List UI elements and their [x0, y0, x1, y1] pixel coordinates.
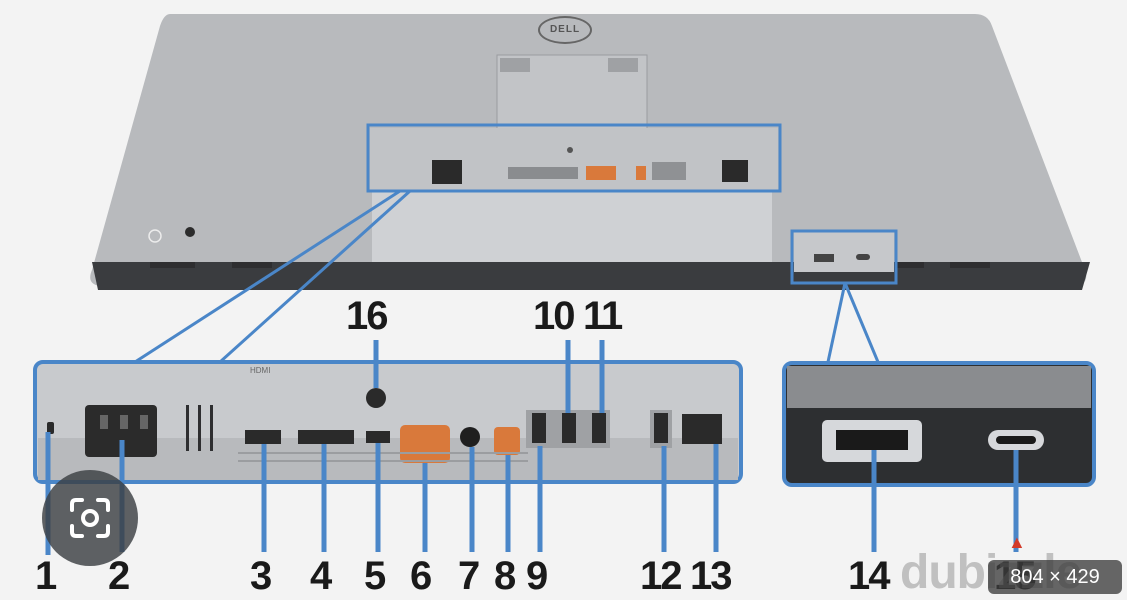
camera-lens-button[interactable]: [42, 470, 138, 566]
dell-logo: DELL: [538, 16, 592, 44]
callout-1: 1: [35, 554, 57, 598]
callout-12: 12: [640, 554, 682, 598]
callout-4: 4: [310, 554, 332, 598]
callout-6: 6: [410, 554, 432, 598]
callout-8: 8: [494, 554, 516, 598]
callout-7: 7: [458, 554, 480, 598]
hdmi-port-label: HDMI: [250, 366, 271, 375]
image-size-badge: 804 × 429: [988, 560, 1122, 594]
callout-16: 16: [346, 294, 388, 338]
callout-3: 3: [250, 554, 272, 598]
callout-9: 9: [526, 554, 548, 598]
callout-2: 2: [108, 554, 130, 598]
callout-13: 13: [690, 554, 732, 598]
callout-14: 14: [848, 554, 890, 598]
monitor-body: [90, 14, 1090, 290]
top-port-highlight: [366, 123, 782, 193]
main-port-panel: [33, 360, 743, 484]
watermark-flame-icon: ▲: [1008, 532, 1026, 552]
callout-5: 5: [364, 554, 386, 598]
callout-10: 10: [533, 294, 575, 338]
callout-11: 11: [583, 294, 623, 338]
side-port-panel: [782, 361, 1096, 487]
camera-lens-icon: [70, 498, 110, 538]
